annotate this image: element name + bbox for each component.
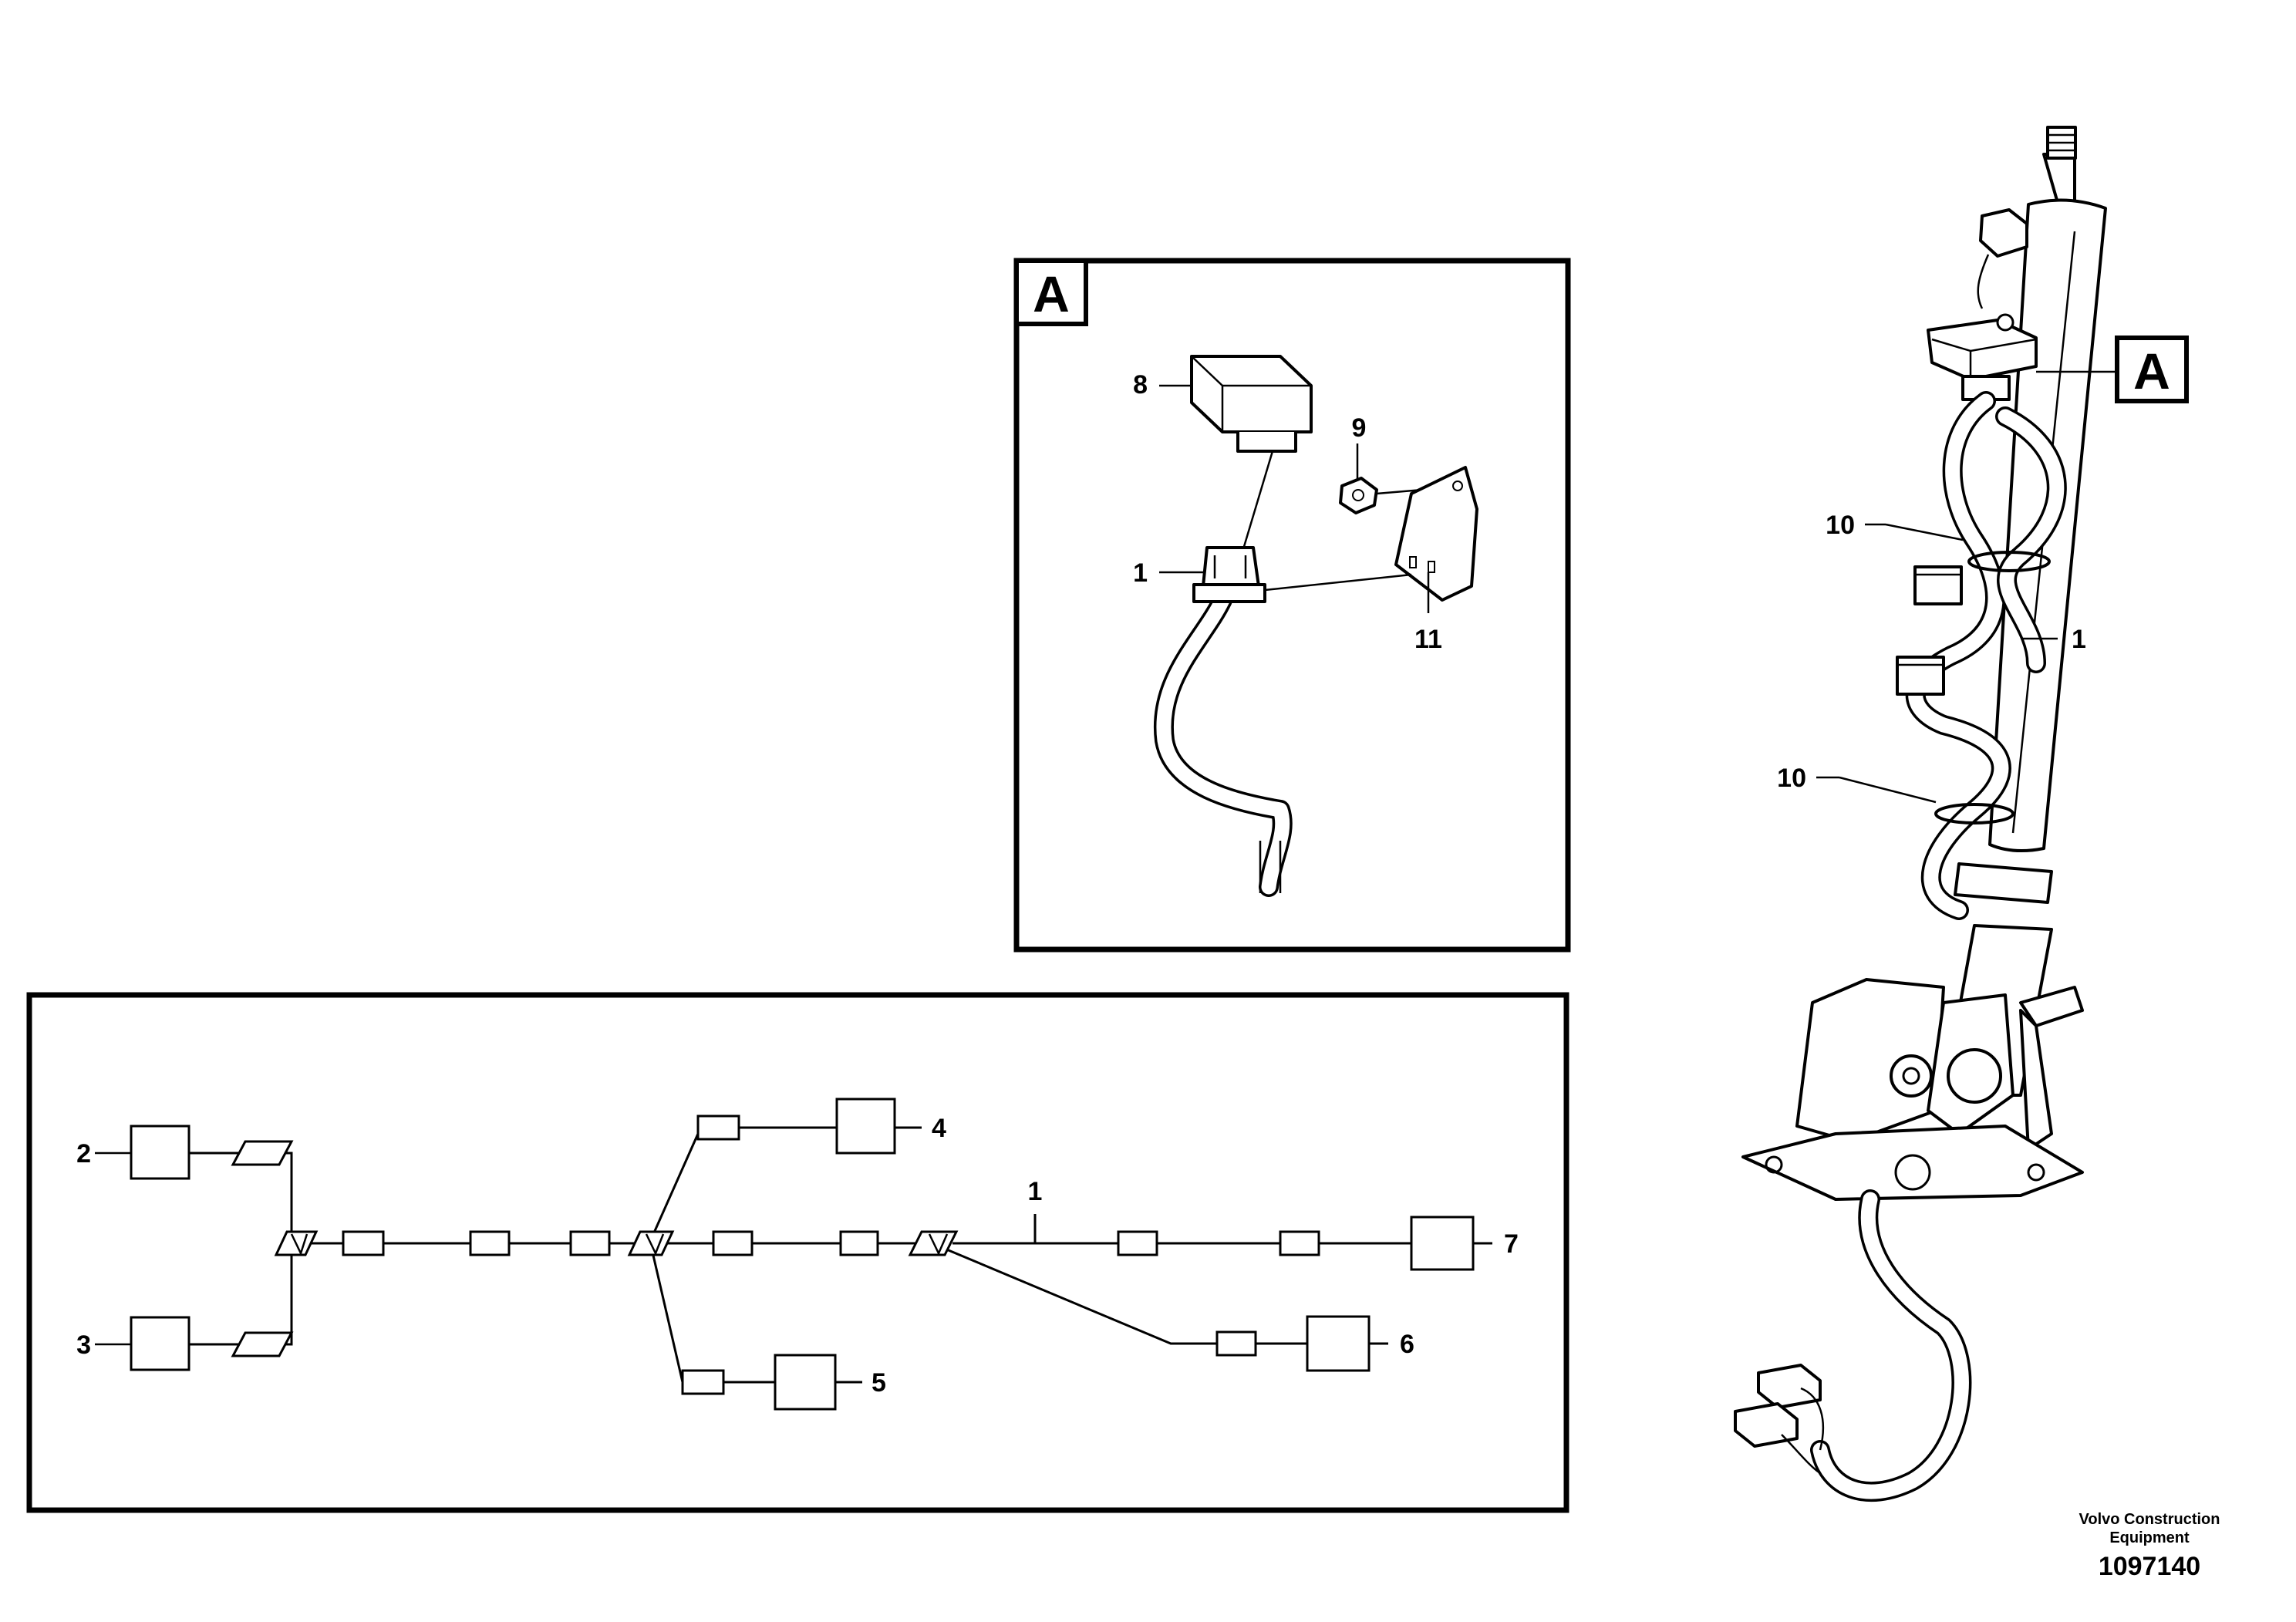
detail-view-a: A (1013, 258, 1571, 953)
detail-frame (1013, 258, 1571, 953)
cable-tie-lower (1934, 803, 2014, 824)
detail-tag-box (1014, 258, 1088, 326)
callout-10-lower: 10 (1777, 764, 1806, 793)
callout-3: 3 (76, 1330, 91, 1360)
sleeve-3 (569, 1230, 611, 1256)
sleeve-10 (1215, 1330, 1257, 1357)
sleeve-4 (712, 1230, 754, 1256)
splice-3 (231, 1331, 294, 1357)
connector-1 (1192, 546, 1266, 603)
detail-cable (1153, 590, 1293, 897)
assembly-tag: A (2133, 342, 2170, 400)
detail-tag: A (1033, 265, 1070, 322)
control-module-8 (1190, 355, 1313, 453)
callout-1-schematic: 1 (1028, 1177, 1043, 1206)
component-5 (774, 1354, 837, 1411)
brand-line-2: Equipment (2109, 1529, 2190, 1546)
schematic-frame (26, 992, 1569, 1513)
column-clamp (1954, 862, 2053, 904)
callout-8: 8 (1133, 370, 1148, 400)
tilt-mechanism (1795, 978, 2084, 1151)
callout-5: 5 (872, 1368, 886, 1398)
module-connector-a (1927, 319, 2038, 401)
component-7 (1410, 1216, 1475, 1271)
brand-line-1: Volvo Construction (2079, 1511, 2220, 1528)
mid-connector-1 (1913, 565, 1963, 605)
wiring-schematic: 2 3 4 5 6 7 1 (26, 992, 1569, 1513)
component-2 (130, 1125, 190, 1180)
bracket-11 (1394, 466, 1478, 602)
sleeve-5 (839, 1230, 879, 1256)
brand-label: Volvo Construction Equipment (2049, 1510, 2250, 1547)
callout-2: 2 (76, 1139, 91, 1168)
sleeve-6 (1117, 1230, 1158, 1256)
nut-9 (1339, 477, 1378, 514)
document-number: 1097140 (2098, 1552, 2201, 1581)
base-plate (1741, 1125, 2084, 1201)
shaft-spline (2046, 126, 2077, 160)
mid-connector-2 (1896, 656, 1945, 696)
upper-connector (1977, 208, 2028, 309)
sleeve-8 (696, 1114, 740, 1141)
callout-4: 4 (932, 1114, 946, 1143)
component-3 (130, 1316, 190, 1371)
sleeve-1 (342, 1230, 385, 1256)
callout-1-assembly: 1 (2072, 625, 2086, 654)
component-6 (1306, 1315, 1371, 1372)
splice-2 (231, 1140, 294, 1166)
cable-tie-upper (1967, 551, 2051, 572)
component-4 (835, 1098, 896, 1155)
callout-7: 7 (1504, 1229, 1519, 1259)
end-connectors (1734, 1364, 1824, 1475)
steering-column-assembly: A (1734, 126, 2189, 1502)
callout-10-upper: 10 (1826, 511, 1855, 540)
callout-1-detail: 1 (1133, 558, 1148, 588)
sleeve-7 (1279, 1230, 1320, 1256)
sleeve-2 (469, 1230, 511, 1256)
assembly-tag-box (2115, 336, 2189, 403)
callout-11: 11 (1414, 625, 1442, 654)
sleeve-9 (681, 1369, 725, 1395)
callout-9: 9 (1352, 413, 1367, 443)
callout-6: 6 (1400, 1330, 1414, 1359)
